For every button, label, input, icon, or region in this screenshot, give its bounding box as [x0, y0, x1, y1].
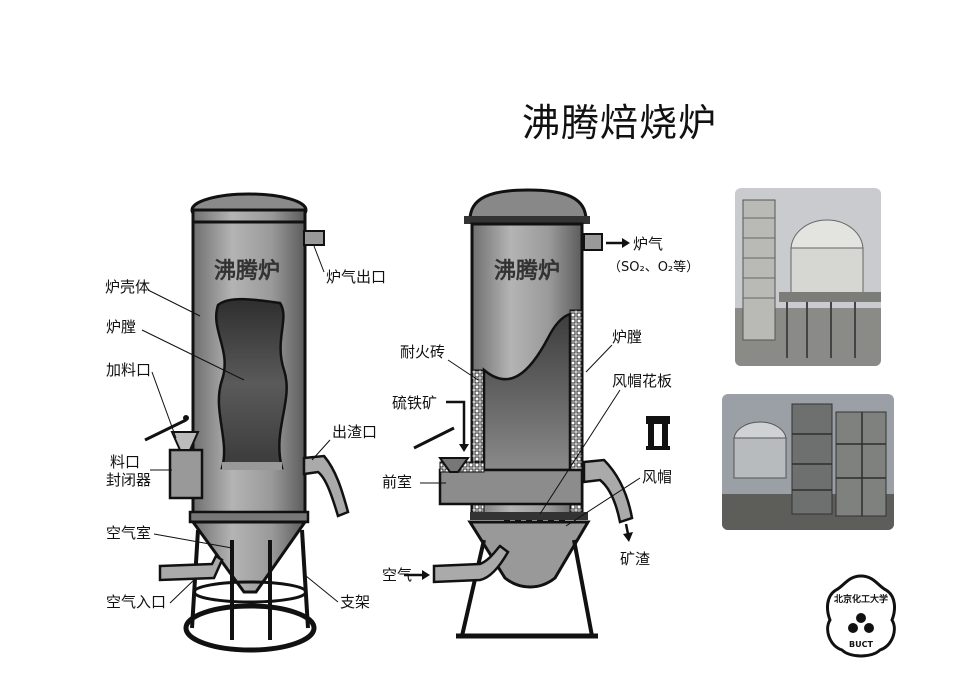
- label-feed-seal-1: 料口: [110, 453, 140, 471]
- furnace-photo-2: [722, 394, 894, 530]
- label-shell: 炉壳体: [105, 278, 150, 296]
- label-slag-outlet: 出渣口: [332, 423, 377, 441]
- right-furnace-name: 沸腾炉: [494, 259, 560, 284]
- label-feed-inlet: 加料口: [106, 361, 151, 379]
- left-furnace-name: 沸腾炉: [214, 259, 280, 284]
- left-furnace-body: [144, 192, 350, 653]
- buct-logo: 北京化工大学 BUCT: [824, 572, 898, 666]
- label-front-chamber: 前室: [382, 473, 412, 491]
- label-gas: 炉气: [633, 235, 663, 253]
- label-gas-outlet: 炉气出口: [326, 268, 386, 286]
- label-chamber-left: 炉膛: [106, 318, 136, 336]
- logo-abbr: BUCT: [849, 640, 873, 649]
- logo-text: 北京化工大学: [834, 593, 888, 605]
- label-firebrick: 耐火砖: [400, 343, 445, 361]
- label-slag: 矿渣: [620, 550, 650, 568]
- label-air-chamber: 空气室: [106, 524, 151, 542]
- flow-arrows: [404, 238, 633, 580]
- label-air-inlet: 空气入口: [106, 593, 166, 611]
- label-distributor-plate: 风帽花板: [612, 372, 672, 390]
- label-gas-composition: （SO₂、O₂等）: [608, 259, 699, 275]
- label-chamber-right: 炉膛: [612, 328, 642, 346]
- right-labels: 沸腾炉 炉气 （SO₂、O₂等） 炉膛 耐火砖 硫铁矿 前室 风帽花板 风帽 矿…: [382, 235, 699, 584]
- label-air-cap: 风帽: [642, 468, 672, 486]
- right-furnace-body: [404, 188, 670, 639]
- label-support: 支架: [340, 593, 370, 611]
- label-feed-seal-2: 封闭器: [106, 471, 151, 489]
- page-title: 沸腾焙烧炉: [522, 101, 718, 145]
- left-labels: 沸腾炉 炉壳体 炉膛 加料口 料口 封闭器 空气室 空气入口 炉气出口 出渣口 …: [105, 245, 386, 611]
- air-cap-icon: [646, 416, 670, 450]
- label-pyrite: 硫铁矿: [392, 394, 437, 412]
- label-air: 空气: [382, 566, 412, 584]
- furnace-photo-1: [735, 188, 881, 366]
